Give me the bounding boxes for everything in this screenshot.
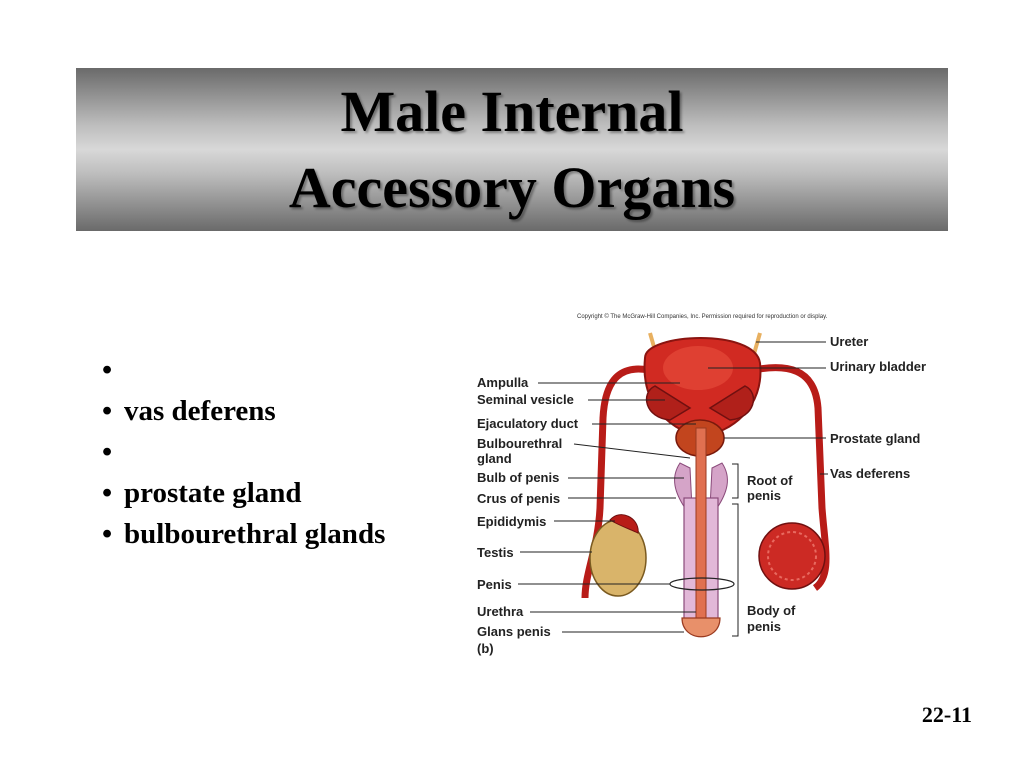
label-ampulla: Ampulla [477,375,529,390]
label-bulbourethral-line-1: Bulbourethral [477,436,563,451]
label-seminal-vesicle: Seminal vesicle [477,392,574,407]
label-root-of-penis-line-2: penis [747,488,781,503]
label-urethra: Urethra [477,604,524,619]
bullet-item: • vas deferens [102,391,385,432]
urethra [695,427,707,634]
bullet-item: • [102,350,385,391]
label-ejaculatory-duct: Ejaculatory duct [477,416,579,431]
label-ureter: Ureter [830,334,869,349]
label-body-of-penis-line-2: penis [747,619,781,634]
label-glans-penis: Glans penis [477,624,551,639]
label-body-of-penis-line-1: Body of [747,603,796,618]
title-bar: Male Internal Accessory Organs [76,68,948,231]
seminal-vesicle-left [645,385,692,421]
bullet-list: • • vas deferens • • prostate gland • bulbo… [102,350,385,555]
vas-deferens-left [581,365,662,599]
bladder-highlight [663,346,733,390]
epididymis-left [609,514,639,534]
label-vas-deferens: Vas deferens [830,466,911,481]
seminal-vesicle-right [708,385,755,421]
label-root-of-penis-line-1: Root of [747,473,793,488]
bullet-marker: • [102,477,113,509]
copyright-notice: Copyright © The McGraw-Hill Companies, I… [577,314,828,320]
slide-title-line-1: Male Internal [340,78,684,144]
anatomy-illustration [518,332,830,638]
leader-lines-right [708,341,828,637]
bullet-item: • bulbourethral glands [102,514,385,555]
slide-title-line-2: Accessory Organs [288,154,736,220]
bullet-marker: • [102,436,113,468]
label-prostate-gland: Prostate gland [830,431,921,446]
testis-right-texture [767,531,817,581]
bullet-item: • [102,432,385,473]
label-bulbourethral-line-2: gland [477,451,512,466]
bullet-text: prostate gland [124,477,302,509]
bullet-item: • prostate gland [102,473,385,514]
label-figure-part: (b) [477,641,494,656]
bullet-marker: • [102,395,113,427]
label-penis: Penis [477,577,512,592]
bullet-text: vas deferens [124,395,276,427]
glans-penis [681,617,721,638]
label-testis: Testis [477,545,514,560]
label-crus-of-penis: Crus of penis [477,491,561,506]
label-epididymis: Epididymis [477,514,547,529]
slide-number: 22-11 [921,702,972,727]
anatomy-figure: Copyright © The McGraw-Hill Companies, I… [470,308,950,668]
leader-lines-left [518,382,696,633]
bullet-marker: • [102,354,113,386]
label-urinary-bladder: Urinary bladder [830,359,927,374]
bullet-text: bulbourethral glands [124,518,386,550]
label-bulb-of-penis: Bulb of penis [477,470,560,485]
bullet-marker: • [102,518,113,550]
